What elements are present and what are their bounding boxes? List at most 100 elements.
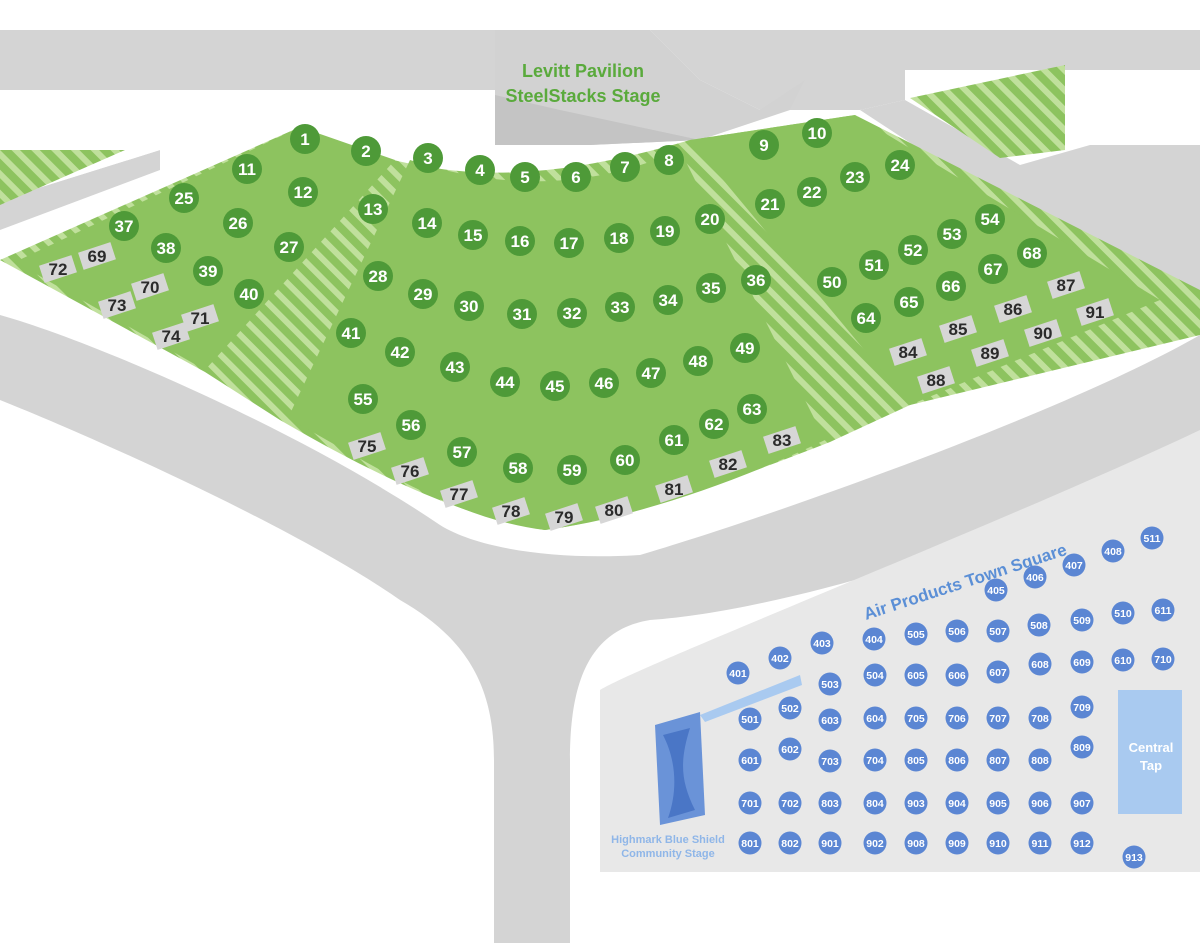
lawn-spot-circle[interactable]	[440, 352, 470, 382]
square-spot-circle[interactable]	[945, 619, 969, 643]
square-spot-607[interactable]: 607	[986, 660, 1010, 684]
square-spot-603[interactable]: 603	[818, 708, 842, 732]
lawn-spot-59[interactable]: 59	[557, 455, 587, 485]
lawn-spot-circle[interactable]	[109, 211, 139, 241]
square-spot-circle[interactable]	[768, 646, 792, 670]
square-spot-circle[interactable]	[1023, 565, 1047, 589]
pad-rect[interactable]	[131, 273, 169, 301]
square-spot-701[interactable]: 701	[738, 791, 762, 815]
lawn-spot-circle[interactable]	[557, 298, 587, 328]
square-spot-circle[interactable]	[986, 660, 1010, 684]
lawn-spot-circle[interactable]	[396, 410, 426, 440]
lawn-spot-circle[interactable]	[696, 273, 726, 303]
lawn-spot-circle[interactable]	[978, 254, 1008, 284]
square-spot-905[interactable]: 905	[986, 791, 1010, 815]
square-spot-803[interactable]: 803	[818, 791, 842, 815]
square-spot-circle[interactable]	[1111, 601, 1135, 625]
square-spot-circle[interactable]	[1070, 695, 1094, 719]
pad-87[interactable]: 87	[1046, 269, 1086, 302]
pad-rect[interactable]	[152, 322, 190, 350]
lawn-spot-5[interactable]: 5	[510, 162, 540, 192]
pad-86[interactable]: 86	[993, 293, 1033, 326]
square-spot-904[interactable]: 904	[945, 791, 969, 815]
pad-rect[interactable]	[709, 450, 747, 478]
pad-79[interactable]: 79	[544, 501, 584, 534]
lawn-spot-circle[interactable]	[653, 285, 683, 315]
square-spot-405[interactable]: 405	[984, 578, 1008, 602]
square-spot-509[interactable]: 509	[1070, 608, 1094, 632]
lawn-spot-66[interactable]: 66	[936, 271, 966, 301]
square-spot-circle[interactable]	[1070, 608, 1094, 632]
square-spot-511[interactable]: 511	[1140, 526, 1164, 550]
square-spot-706[interactable]: 706	[945, 706, 969, 730]
lawn-spot-9[interactable]: 9	[749, 130, 779, 160]
lawn-spot-49[interactable]: 49	[730, 333, 760, 363]
square-spot-circle[interactable]	[818, 831, 842, 855]
lawn-spot-26[interactable]: 26	[223, 208, 253, 238]
pad-rect[interactable]	[440, 480, 478, 508]
square-spot-610[interactable]: 610	[1111, 648, 1135, 672]
pad-88[interactable]: 88	[916, 364, 956, 397]
lawn-spot-circle[interactable]	[554, 228, 584, 258]
lawn-spot-18[interactable]: 18	[604, 223, 634, 253]
lawn-spot-circle[interactable]	[817, 267, 847, 297]
lawn-spot-circle[interactable]	[465, 155, 495, 185]
square-spot-circle[interactable]	[1070, 735, 1094, 759]
square-spot-906[interactable]: 906	[1028, 791, 1052, 815]
pad-72[interactable]: 72	[38, 253, 78, 286]
square-spot-802[interactable]: 802	[778, 831, 802, 855]
square-spot-606[interactable]: 606	[945, 663, 969, 687]
square-spot-circle[interactable]	[778, 737, 802, 761]
lawn-spot-57[interactable]: 57	[447, 437, 477, 467]
pad-71[interactable]: 71	[180, 302, 220, 335]
square-spot-circle[interactable]	[904, 663, 928, 687]
square-spot-circle[interactable]	[904, 706, 928, 730]
square-spot-circle[interactable]	[945, 706, 969, 730]
square-spot-circle[interactable]	[1070, 650, 1094, 674]
lawn-spot-46[interactable]: 46	[589, 368, 619, 398]
lawn-spot-circle[interactable]	[193, 256, 223, 286]
lawn-spot-circle[interactable]	[894, 287, 924, 317]
lawn-spot-67[interactable]: 67	[978, 254, 1008, 284]
lawn-spot-circle[interactable]	[730, 333, 760, 363]
square-spot-506[interactable]: 506	[945, 619, 969, 643]
pad-78[interactable]: 78	[491, 495, 531, 528]
square-spot-502[interactable]: 502	[778, 696, 802, 720]
lawn-spot-circle[interactable]	[510, 162, 540, 192]
lawn-spot-16[interactable]: 16	[505, 226, 535, 256]
lawn-spot-circle[interactable]	[840, 162, 870, 192]
lawn-spot-circle[interactable]	[650, 216, 680, 246]
lawn-spot-3[interactable]: 3	[413, 143, 443, 173]
square-spot-403[interactable]: 403	[810, 631, 834, 655]
square-spot-604[interactable]: 604	[863, 706, 887, 730]
pad-rect[interactable]	[348, 432, 386, 460]
square-spot-circle[interactable]	[738, 748, 762, 772]
lawn-spot-45[interactable]: 45	[540, 371, 570, 401]
square-spot-505[interactable]: 505	[904, 622, 928, 646]
lawn-spot-circle[interactable]	[898, 235, 928, 265]
square-spot-circle[interactable]	[986, 791, 1010, 815]
square-spot-801[interactable]: 801	[738, 831, 762, 855]
lawn-spot-39[interactable]: 39	[193, 256, 223, 286]
pad-rect[interactable]	[492, 497, 530, 525]
lawn-spot-29[interactable]: 29	[408, 279, 438, 309]
lawn-spot-circle[interactable]	[490, 367, 520, 397]
square-spot-901[interactable]: 901	[818, 831, 842, 855]
square-spot-807[interactable]: 807	[986, 748, 1010, 772]
lawn-spot-circle[interactable]	[589, 368, 619, 398]
square-spot-902[interactable]: 902	[863, 831, 887, 855]
lawn-spot-43[interactable]: 43	[440, 352, 470, 382]
lawn-spot-23[interactable]: 23	[840, 162, 870, 192]
pad-91[interactable]: 91	[1075, 296, 1115, 329]
square-spot-circle[interactable]	[810, 631, 834, 655]
lawn-spot-circle[interactable]	[802, 118, 832, 148]
pad-73[interactable]: 73	[97, 289, 137, 322]
square-spot-circle[interactable]	[818, 749, 842, 773]
square-spot-703[interactable]: 703	[818, 749, 842, 773]
lawn-spot-48[interactable]: 48	[683, 346, 713, 376]
lawn-spot-circle[interactable]	[755, 189, 785, 219]
lawn-spot-circle[interactable]	[458, 220, 488, 250]
pad-rect[interactable]	[78, 242, 116, 270]
square-spot-907[interactable]: 907	[1070, 791, 1094, 815]
lawn-spot-circle[interactable]	[358, 194, 388, 224]
